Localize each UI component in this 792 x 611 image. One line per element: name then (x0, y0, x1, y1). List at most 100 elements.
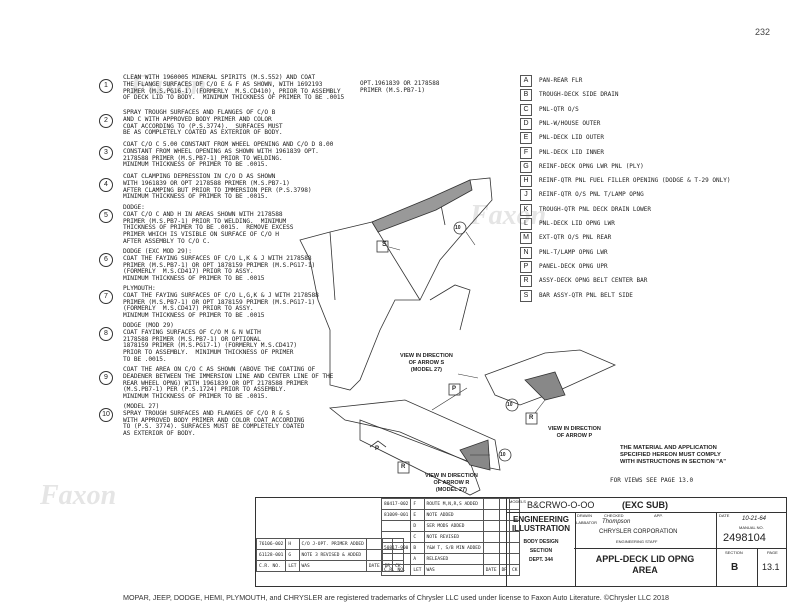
material-note: THE MATERIAL AND APPLICATION SPECIFIED H… (620, 445, 726, 465)
section-label: SECTION (529, 548, 553, 554)
legend-key: K (520, 203, 532, 216)
cr-number: 80417-002 (380, 498, 412, 510)
model-note: (EXC SUB) (622, 500, 669, 510)
revision-was: NOTE ADDED (423, 509, 484, 521)
legend-label: PAN-REAR FLR (539, 77, 583, 84)
legend-label: BAR ASSY-QTR PNL BELT SIDE (539, 291, 633, 299)
watermark: Faxon (130, 70, 207, 101)
manual-label: MANUAL NO. (739, 525, 764, 530)
drawn-by: LABBATOR (576, 520, 597, 525)
note-number: 1 (99, 79, 113, 93)
cr-number: 81009-001 (380, 509, 412, 521)
legend-key: B (520, 89, 532, 102)
note1-option: OPT.1961839 OR 2178588 PRIMER (M.S.PB7-1… (360, 80, 440, 94)
legend-key: D (520, 117, 532, 130)
note-text: PLYMOUTH: COAT THE FAYING SURFACES OF C/… (123, 285, 319, 320)
note-text: DODGE: COAT C/O C AND H IN AREAS SHOWN W… (123, 204, 294, 245)
trademark-footer: MOPAR, JEEP, DODGE, HEMI, PLYMOUTH, and … (122, 593, 670, 602)
revision-letter: D (410, 520, 425, 532)
revision-was: ROUTE M,N,R,S ADDED (423, 498, 484, 510)
legend-key: H (520, 175, 532, 188)
cr-number: 76106-002 (255, 538, 287, 550)
legend-key: A (520, 75, 532, 87)
company: CHRYSLER CORPORATION (599, 529, 678, 535)
callout-10 (505, 398, 519, 412)
body-design-label: BODY DESIGN (523, 539, 559, 545)
legend-label: ASSY-DECK OPNG BELT CENTER BAR (539, 277, 648, 285)
legend-key: E (520, 132, 532, 145)
cr-number (380, 520, 412, 532)
revision-header-cell: LET (410, 564, 425, 576)
revision-letter: C (410, 531, 425, 543)
note-text: COAT THE AREA ON C/O C AS SHOWN (ABOVE T… (123, 366, 334, 401)
watermark: Faxon (40, 480, 117, 511)
legend-key: F (520, 146, 532, 159)
dept-label: DEPT. 344 (529, 557, 553, 563)
cr-number: 50817-900 (380, 542, 412, 554)
legend-key: M (520, 232, 532, 245)
note-text: (MODEL 27) SPRAY TROUGH SURFACES AND FLA… (123, 403, 305, 438)
callout-10 (498, 448, 512, 462)
note-text: DODGE (EXC MOD 29): COAT THE FAYING SURF… (123, 248, 316, 283)
revision-was: NOTE 3 REVISED & ADDED (298, 549, 367, 561)
note-number: 7 (99, 290, 113, 304)
revision-header-cell: WAS (423, 564, 484, 576)
date-label: DATE (719, 513, 730, 518)
note-number: 4 (99, 178, 113, 192)
legend-key: P (520, 260, 532, 273)
legend-key: J (520, 189, 532, 202)
legend-key: R (520, 275, 532, 288)
revision-letter: F (410, 498, 425, 510)
note-number: 6 (99, 253, 113, 267)
legend-key: L (520, 218, 532, 230)
revision-was: Y&W T, S/B MIN ADDED (423, 542, 484, 554)
note-number: 5 (99, 209, 113, 223)
revision-header-cell: C.R. NO. (380, 564, 412, 576)
legend-label: PNL-DECK LID INNER (539, 148, 605, 156)
callout-p (448, 383, 461, 396)
note-number: 8 (99, 327, 113, 341)
revision-header-cell: LET (285, 560, 300, 572)
callout-r-label: R (401, 464, 406, 470)
legend-key: N (520, 246, 532, 259)
page-header: PAGE (767, 550, 778, 555)
note-number: 2 (99, 114, 113, 128)
revision-header-cell: CK (508, 564, 521, 576)
legend-label: REINF-DECK OPNG LWR PNL (PLY) (539, 162, 644, 170)
cr-number (380, 553, 412, 565)
app-label: APP. (654, 513, 663, 518)
callout-10 (453, 221, 467, 235)
arrow-p-icon (369, 440, 387, 448)
callout-10-label: 10 (507, 402, 513, 408)
legend-label: PNL-W/HOUSE OUTER (539, 119, 601, 127)
legend-label: PNL-T/LAMP OPNG LWR (539, 248, 608, 256)
revision-was: SER MODS ADDED (423, 520, 484, 532)
callout-10-label: 10 (500, 452, 506, 458)
caption-view-s: VIEW IN DIRECTION OF ARROW S (MODEL 27) (400, 353, 453, 373)
callout-s-label: S (382, 241, 387, 248)
note-number: 10 (99, 408, 113, 422)
page-number: 232 (754, 27, 770, 37)
revision-was: C/O J-OPT. PRIMER ADDED (298, 538, 367, 550)
legend-label: TROUGH-DECK SIDE DRAIN (539, 91, 619, 99)
note-number: 9 (99, 371, 113, 385)
revision-header-cell: C.R. NO. (255, 560, 287, 572)
engineering-label: ENGINEERING (512, 515, 569, 524)
revision-letter: G (285, 549, 300, 561)
revision-was: RELEASED (423, 553, 484, 565)
drawn-label: DRAWN (577, 513, 592, 518)
revision-letter: B (410, 542, 425, 554)
revision-letter: H (285, 538, 300, 550)
callout-p-label: P (452, 386, 457, 392)
model-label: MODELS (509, 499, 526, 504)
page-value: 13.1 (762, 562, 780, 572)
revision-letter: E (410, 509, 425, 521)
legend-label: PNL-DECK LID OUTER (539, 134, 605, 142)
legend-label: PNL-DECK LID OPNG LWR (539, 220, 615, 227)
